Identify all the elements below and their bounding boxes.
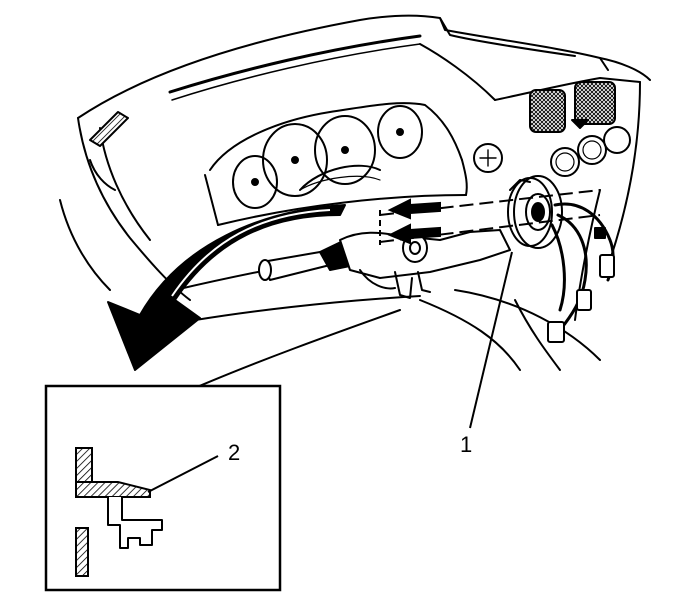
instrument-panel bbox=[59, 14, 651, 391]
callout-2: 2 bbox=[228, 440, 240, 465]
clockspring-assembly bbox=[507, 175, 615, 343]
callout-1: 1 bbox=[460, 432, 472, 457]
steering-column bbox=[258, 229, 511, 299]
alignment-guides bbox=[379, 189, 601, 245]
detail-inset bbox=[44, 384, 282, 592]
leader-line-1 bbox=[469, 251, 513, 429]
removal-arrow bbox=[107, 204, 346, 371]
